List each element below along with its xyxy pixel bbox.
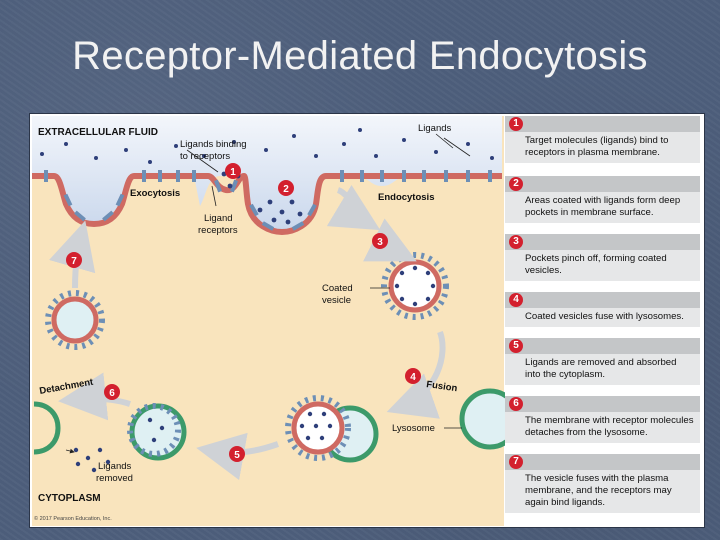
- coated-vesicle: [381, 252, 449, 320]
- step-text: The membrane with receptor molecules det…: [505, 412, 700, 443]
- label-endocytosis: Endocytosis: [378, 192, 435, 203]
- badge-6: 6: [109, 388, 115, 399]
- diagram-step-numbers: 1 2 3 4 5 6 7: [71, 167, 416, 461]
- step-number: 1: [509, 117, 523, 131]
- label-ligands: Ligands: [418, 123, 452, 134]
- step-number: 6: [509, 397, 523, 411]
- step-3: 3 Pockets pinch off, forming coated vesi…: [505, 234, 700, 281]
- badge-7: 7: [71, 256, 77, 267]
- label-copyright: © 2017 Pearson Education, Inc.: [34, 515, 112, 522]
- step-7: 7 The vesicle fuses with the plasma memb…: [505, 454, 700, 513]
- merged-vesicle-lysosome: [285, 395, 379, 463]
- label-ligand-receptors-2: receptors: [198, 225, 238, 236]
- badge-1: 1: [230, 167, 236, 178]
- endocytosis-diagram: 1 2 3 4 5 6 7 EXTRACELLULAR FLUID CYTOPL…: [32, 116, 505, 526]
- step-4: 4 Coated vesicles fuse with lysosomes.: [505, 292, 700, 327]
- step-number: 3: [509, 235, 523, 249]
- recycling-vesicle: [45, 290, 105, 350]
- label-exocytosis: Exocytosis: [130, 188, 180, 199]
- label-cytoplasm: CYTOPLASM: [38, 493, 101, 504]
- label-coated-vesicle-2: vesicle: [322, 295, 351, 306]
- step-6: 6 The membrane with receptor molecules d…: [505, 396, 700, 443]
- step-text: The vesicle fuses with the plasma membra…: [505, 470, 700, 513]
- step-1: 1 Target molecules (ligands) bind to rec…: [505, 116, 700, 163]
- step-text: Target molecules (ligands) bind to recep…: [505, 132, 700, 163]
- step-text: Areas coated with ligands form deep pock…: [505, 192, 700, 223]
- slide-title: Receptor-Mediated Endocytosis: [72, 34, 648, 78]
- badge-2: 2: [283, 184, 289, 195]
- steps-panel: 1 Target molecules (ligands) bind to rec…: [505, 114, 704, 527]
- step-number: 2: [509, 177, 523, 191]
- step-number: 7: [509, 455, 523, 469]
- leader-lines: [65, 133, 471, 454]
- removed-ligands: [73, 447, 111, 473]
- label-ligand-receptors-1: Ligand: [204, 213, 233, 224]
- process-arrows: [49, 184, 446, 481]
- label-ligands-binding-2: to receptors: [180, 151, 230, 162]
- step-number: 5: [509, 339, 523, 353]
- step-text: Coated vesicles fuse with lysosomes.: [505, 308, 700, 327]
- step-text: Ligands are removed and absorbed into th…: [505, 354, 700, 385]
- badge-3: 3: [377, 237, 383, 248]
- step-5: 5 Ligands are removed and absorbed into …: [505, 338, 700, 385]
- detaching-lysosome: [127, 403, 187, 461]
- membrane-receptors: [44, 170, 492, 231]
- label-ligands-removed-1: Ligands: [98, 461, 132, 472]
- badge-5: 5: [234, 450, 240, 461]
- ligand-particles: [40, 128, 494, 225]
- left-lysosome-fragment: [33, 401, 61, 455]
- diagram-labels: EXTRACELLULAR FLUID CYTOPLASM Ligands Li…: [34, 123, 458, 522]
- step-number: 4: [509, 293, 523, 307]
- label-ligands-binding-1: Ligands binding: [180, 139, 247, 150]
- extracellular-region: [32, 116, 502, 232]
- diagram-figure: 1 2 3 4 5 6 7 EXTRACELLULAR FLUID CYTOPL…: [29, 113, 705, 528]
- step-2: 2 Areas coated with ligands form deep po…: [505, 176, 700, 223]
- label-extracellular: EXTRACELLULAR FLUID: [38, 127, 158, 138]
- label-fusion: Fusion: [426, 379, 459, 394]
- fusing-lysosome: [459, 388, 505, 450]
- label-ligands-removed-2: removed: [96, 473, 133, 484]
- label-coated-vesicle-1: Coated: [322, 283, 353, 294]
- label-lysosome: Lysosome: [392, 423, 435, 434]
- step-text: Pockets pinch off, forming coated vesicl…: [505, 250, 700, 281]
- badge-4: 4: [410, 372, 416, 383]
- diagram-step-badges: [66, 163, 421, 462]
